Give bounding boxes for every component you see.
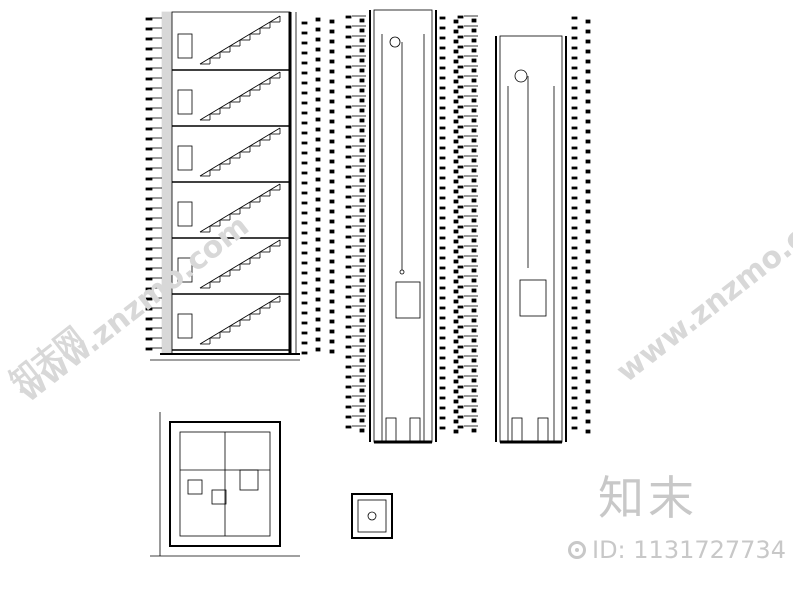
floor-plan-detail <box>150 412 300 557</box>
asset-id-row: ID: 1131727734 <box>568 536 786 564</box>
id-circle-icon <box>568 541 586 559</box>
asset-id-text: ID: 1131727734 <box>592 536 786 564</box>
brand-logo-text: 知末 <box>598 471 698 525</box>
stair-section-drawing <box>145 11 335 361</box>
pit-plan-detail <box>351 493 393 539</box>
elevator-shaft-section-1 <box>345 9 459 444</box>
elevator-shaft-section-2 <box>457 15 591 444</box>
